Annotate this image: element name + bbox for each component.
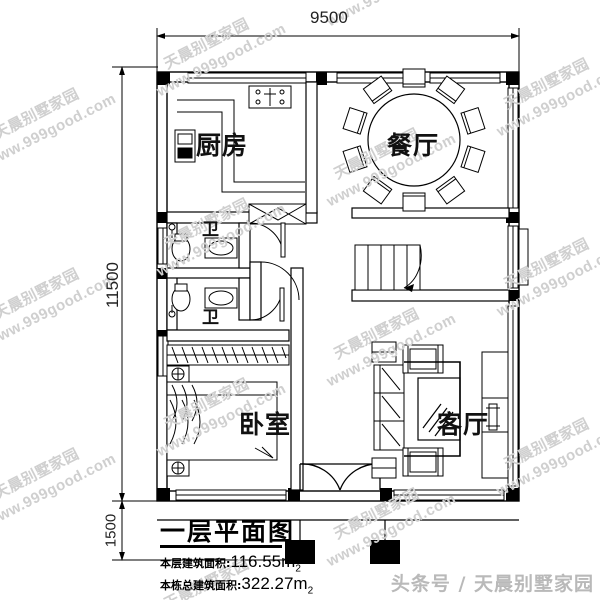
- dimension-label-width: 9500: [310, 8, 348, 27]
- credit-line: 头条号 / 天晨别墅家园: [390, 573, 594, 595]
- bedroom-nightstand-bottom: [166, 459, 190, 477]
- window-right-mid: [507, 225, 529, 289]
- bedroom-nightstand-top: [166, 365, 190, 383]
- living-armchair-bottom: [402, 447, 444, 477]
- window-bottom-left: [175, 489, 287, 501]
- dimension-top: [156, 28, 520, 72]
- door-entry: [299, 463, 381, 491]
- dimension-label-porch: 1500: [102, 513, 120, 548]
- room-label-bedroom: 卧室: [239, 410, 292, 439]
- area-this-floor: 本层建筑面积:116.55m2: [160, 552, 301, 574]
- kitchen-sink-icon: [174, 129, 196, 163]
- window-right-lower: [507, 305, 519, 487]
- living-armchair-top: [402, 344, 444, 374]
- room-label-kitchen: 厨房: [196, 131, 249, 160]
- window-top-right: [429, 72, 501, 84]
- area-total-key: 本栋总建筑面积:: [160, 579, 242, 592]
- living-side-table-bottom: [371, 457, 397, 479]
- door-kitchen: [248, 203, 307, 225]
- kitchen-stove-icon: [248, 85, 292, 109]
- bedroom-wardrobe: [166, 344, 290, 366]
- dining-table: [367, 93, 461, 187]
- dimension-label-depth: 11500: [103, 262, 122, 309]
- room-label-bathroom-upper: 卫: [202, 220, 220, 240]
- door-bath-lower: [249, 287, 285, 322]
- interior-walls: [166, 81, 510, 491]
- staircase: [354, 244, 422, 292]
- area-this-floor-key: 本层建筑面积:: [160, 557, 231, 570]
- door-bedroom: [260, 261, 300, 301]
- porch-outline: [157, 519, 519, 564]
- living-side-table-top: [371, 341, 397, 363]
- dimension-left: [112, 66, 300, 561]
- room-label-bathroom-lower: 卫: [202, 308, 220, 328]
- room-label-living: 客厅: [437, 410, 490, 439]
- area-total-value: 322.27m2: [241, 574, 314, 597]
- living-tv-cabinet: [481, 351, 509, 479]
- living-coffee-table: [417, 377, 461, 441]
- window-top-left: [187, 72, 307, 84]
- area-this-floor-value: 116.55m2: [230, 552, 301, 575]
- dining-chairs: [342, 68, 486, 212]
- door-bath-upper: [249, 222, 286, 258]
- window-bottom-right: [393, 489, 505, 501]
- page-title: 一层平面图: [160, 517, 296, 546]
- living-sofa-left: [373, 364, 405, 451]
- area-total: 本栋总建筑面积:322.27m2: [160, 574, 313, 596]
- room-label-dining: 餐厅: [387, 131, 440, 160]
- bedroom-bed: [166, 381, 278, 461]
- kitchen-counter: [177, 99, 305, 193]
- living-sofa-back: [404, 361, 461, 457]
- title-underline: [160, 545, 282, 548]
- bath-lower-fixtures: [168, 283, 238, 318]
- bath-upper-fixtures: [168, 223, 238, 262]
- window-right-upper: [507, 87, 519, 209]
